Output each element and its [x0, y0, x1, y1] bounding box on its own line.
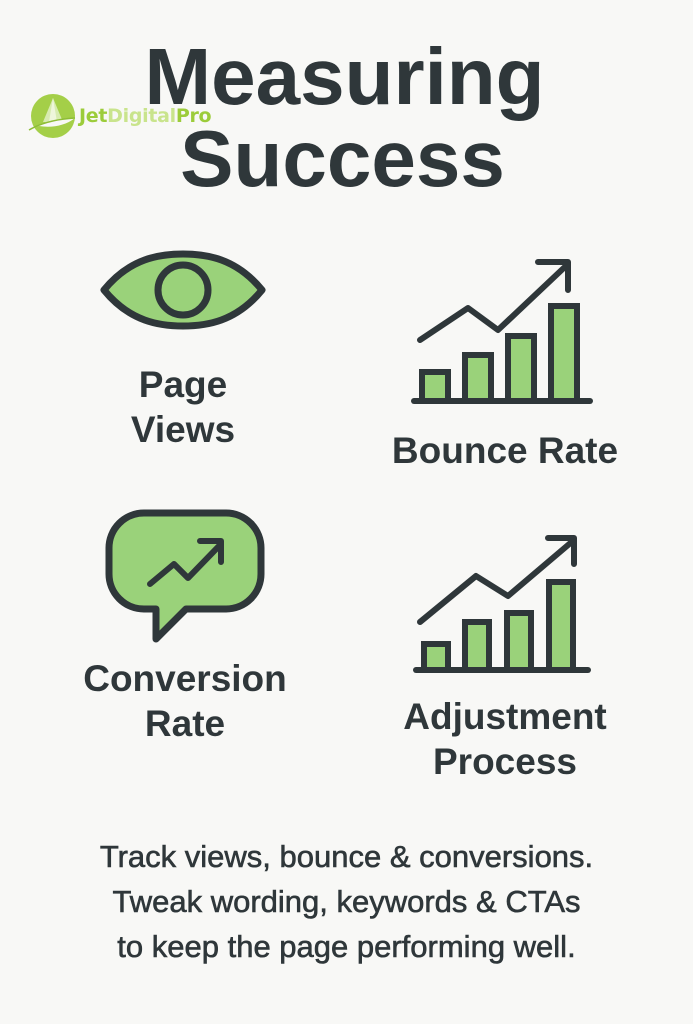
caption-line: Track views, bounce & conversions.: [99, 839, 594, 875]
label-line: Conversion: [83, 658, 287, 699]
eye-icon: [100, 250, 266, 330]
label-line: Page: [138, 364, 228, 405]
brand-logo: JetDigitalPro: [27, 92, 212, 140]
page-title-line-1: Measuring: [144, 32, 545, 121]
label-line: Adjustment: [403, 696, 607, 737]
brand-name-digital: Digital: [107, 105, 176, 127]
bar-chart-trend-icon: [411, 259, 593, 404]
chat-bubble-trend-icon: [105, 509, 265, 643]
label-line: Bounce Rate: [391, 430, 619, 471]
label-line: Process: [433, 741, 577, 782]
caption-line: Tweak wording, keywords & CTAs: [112, 884, 581, 920]
brand-name: JetDigitalPro: [79, 105, 212, 127]
caption-line: to keep the page performing well.: [117, 929, 576, 965]
brand-name-jet: Jet: [79, 105, 108, 127]
label-line: Rate: [144, 703, 226, 744]
jet-leaf-logo-icon: [28, 94, 76, 138]
label-line: Views: [130, 409, 236, 450]
bar-chart-trend-icon: [413, 535, 591, 673]
metric-label-adjustment-process: Adjustment Process: [360, 694, 650, 784]
metric-label-bounce-rate: Bounce Rate: [370, 428, 640, 473]
summary-caption: Track views, bounce & conversions. Tweak…: [0, 834, 693, 969]
brand-name-pro: Pro: [175, 105, 212, 127]
page-title-line-2: Success: [180, 114, 505, 203]
metric-label-page-views: Page Views: [70, 362, 296, 452]
metric-label-conversion-rate: Conversion Rate: [60, 656, 310, 746]
